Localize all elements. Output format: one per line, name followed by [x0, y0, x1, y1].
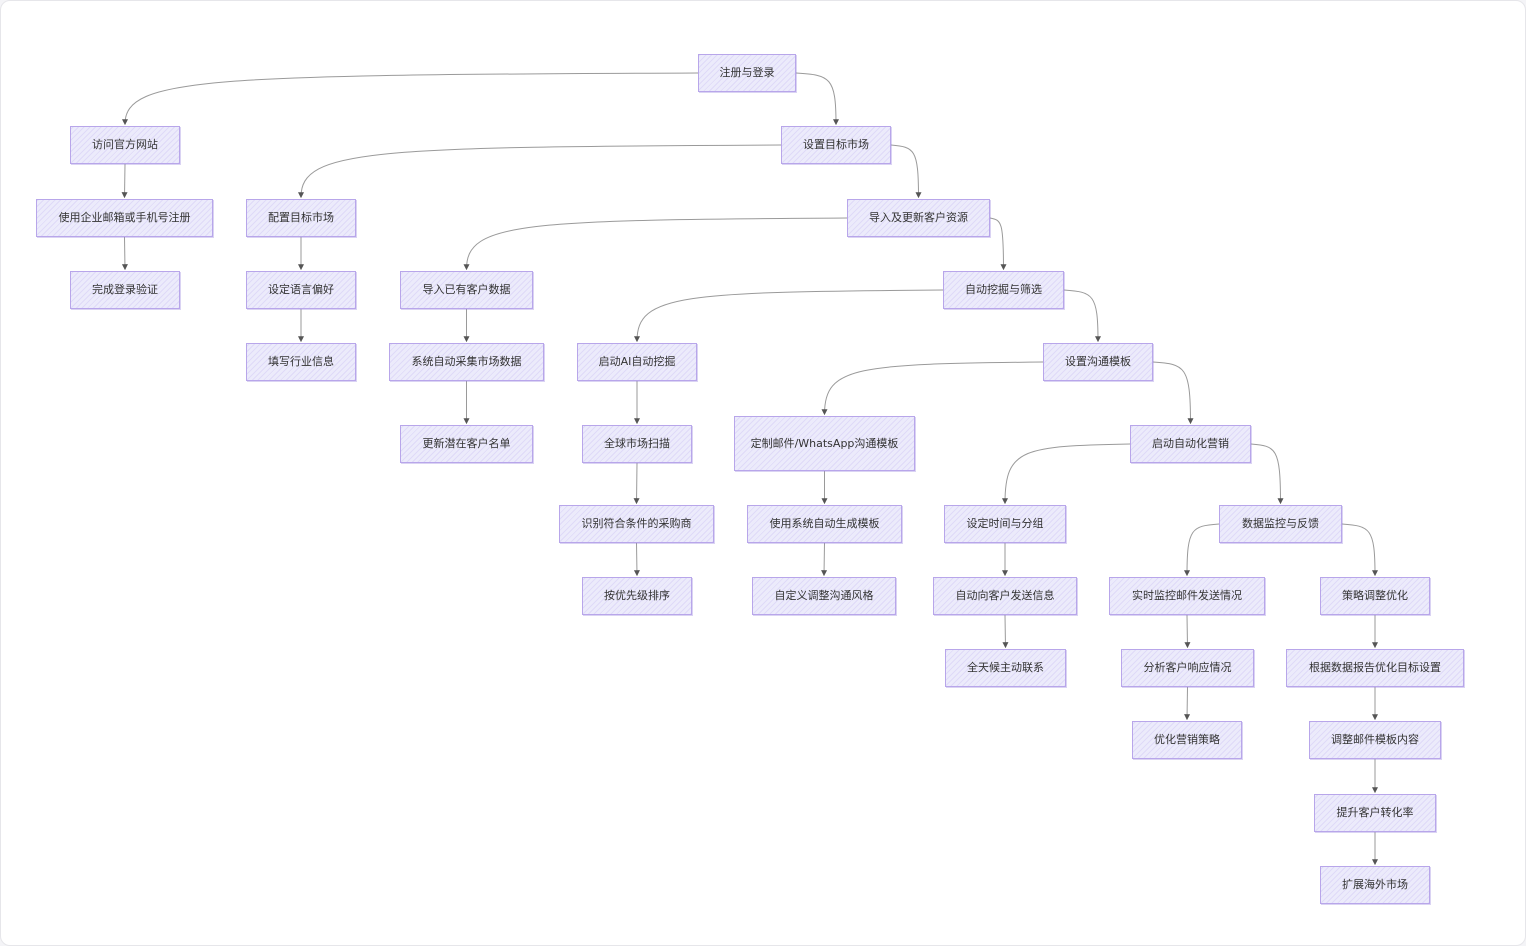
node-label: 策略调整优化 [1342, 589, 1408, 602]
node-auto-collect-market-data: 系统自动采集市场数据 [389, 343, 544, 381]
edge-set_comm_template-to-custom_email_whatsapp_template [821, 361, 1044, 416]
edge-global_market_scan-to-identify_buyers [633, 462, 640, 505]
node-label: 填写行业信息 [268, 355, 334, 368]
node-label: 全天候主动联系 [967, 661, 1044, 674]
node-label: 设置沟通模板 [1065, 355, 1131, 368]
edge-data_monitor_feedback-to-realtime_monitor_email [1184, 523, 1220, 577]
node-label: 根据数据报告优化目标设置 [1309, 661, 1441, 674]
node-label: 扩展海外市场 [1342, 878, 1408, 891]
node-custom-email-whatsapp-template: 定制邮件/WhatsApp沟通模板 [734, 416, 915, 471]
node-label: 按优先级排序 [604, 589, 670, 602]
node-register-login: 注册与登录 [698, 54, 796, 92]
node-label: 导入已有客户数据 [422, 283, 511, 296]
node-label: 设定时间与分组 [966, 517, 1044, 530]
node-identify-buyers: 识别符合条件的采购商 [559, 505, 714, 543]
node-label: 定制邮件/WhatsApp沟通模板 [750, 436, 899, 450]
node-label: 完成登录验证 [92, 283, 158, 296]
node-config-target-market: 配置目标市场 [246, 199, 356, 237]
node-update-potential-list: 更新潜在客户名单 [400, 425, 533, 463]
node-label: 实时监控邮件发送情况 [1132, 589, 1242, 602]
node-visit-site: 访问官方网站 [70, 126, 180, 164]
edge-set_target_market-to-config_target_market [298, 144, 782, 199]
node-label: 调整邮件模板内容 [1331, 733, 1419, 746]
edge-start_auto_marketing-to-data_monitor_feedback [1250, 443, 1284, 505]
edge-start_auto_marketing-to-set_time_group [1002, 443, 1131, 505]
node-label: 提升客户转化率 [1336, 806, 1414, 819]
node-set-language-pref: 设定语言偏好 [246, 271, 356, 309]
node-label: 配置目标市场 [268, 211, 334, 224]
node-start-ai-mining: 启动AI自动挖掘 [577, 343, 697, 381]
node-adjust-email-template: 调整邮件模板内容 [1309, 721, 1441, 759]
node-label: 使用系统自动生成模板 [769, 517, 880, 530]
edge-import_update_customers-to-import_existing_customers [463, 217, 848, 271]
node-strategy-optimize: 策略调整优化 [1320, 577, 1430, 615]
node-realtime-monitor-email: 实时监控邮件发送情况 [1109, 577, 1265, 615]
node-auto-mining-filter: 自动挖掘与筛选 [943, 271, 1064, 309]
node-set-comm-template: 设置沟通模板 [1043, 343, 1153, 381]
node-label: 设定语言偏好 [268, 283, 334, 296]
node-set-time-group: 设定时间与分组 [944, 505, 1066, 543]
edge-set_comm_template-to-start_auto_marketing [1152, 361, 1194, 425]
node-start-auto-marketing: 启动自动化营销 [1130, 425, 1251, 463]
node-label: 自动向客户发送信息 [955, 589, 1055, 602]
node-import-update-customers: 导入及更新客户资源 [847, 199, 990, 237]
node-label: 更新潜在客户名单 [422, 437, 511, 450]
node-optimize-by-report: 根据数据报告优化目标设置 [1286, 649, 1464, 687]
edge-visit_site-to-register_email_phone [121, 163, 128, 199]
node-global-market-scan: 全球市场扫描 [582, 425, 692, 463]
edge-set_target_market-to-import_update_customers [890, 144, 922, 199]
node-analyze-response: 分析客户响应情况 [1121, 649, 1254, 687]
node-label: 导入及更新客户资源 [869, 211, 968, 224]
node-improve-conversion: 提升客户转化率 [1314, 794, 1436, 832]
node-fill-industry-info: 填写行业信息 [246, 343, 356, 381]
node-label: 自动挖掘与筛选 [965, 283, 1042, 296]
node-set-target-market: 设置目标市场 [781, 126, 891, 164]
edge-register_login-to-set_target_market [795, 72, 839, 126]
node-register-email-phone: 使用企业邮箱或手机号注册 [36, 199, 213, 237]
node-use-system-template: 使用系统自动生成模板 [747, 505, 902, 543]
edge-use_system_template-to-customize_comm_style [821, 542, 828, 577]
node-label: 全球市场扫描 [604, 437, 670, 450]
edge-import_update_customers-to-auto_mining_filter [989, 217, 1007, 271]
node-customize-comm-style: 自定义调整沟通风格 [752, 577, 896, 615]
node-expand-overseas: 扩展海外市场 [1320, 866, 1430, 904]
node-label: 数据监控与反馈 [1242, 517, 1319, 530]
edge-register_email_phone-to-complete_login_verify [121, 236, 128, 271]
node-data-monitor-feedback: 数据监控与反馈 [1219, 505, 1342, 543]
node-import-existing-customers: 导入已有客户数据 [400, 271, 533, 309]
node-label: 识别符合条件的采购商 [581, 517, 692, 530]
edge-register_login-to-visit_site [122, 72, 699, 126]
node-optimize-marketing-strategy: 优化营销策略 [1132, 721, 1242, 759]
edge-realtime_monitor_email-to-analyze_response [1184, 614, 1191, 649]
node-label: 自定义调整沟通风格 [774, 589, 874, 602]
node-label: 系统自动采集市场数据 [411, 355, 522, 368]
node-sort-by-priority: 按优先级排序 [582, 577, 692, 615]
node-auto-send-message: 自动向客户发送信息 [933, 577, 1077, 615]
node-label: 启动自动化营销 [1152, 437, 1229, 450]
node-complete-login-verify: 完成登录验证 [70, 271, 180, 309]
node-label: 启动AI自动挖掘 [598, 355, 676, 368]
edge-data_monitor_feedback-to-strategy_optimize [1341, 523, 1378, 577]
node-label: 优化营销策略 [1154, 733, 1220, 746]
node-label: 分析客户响应情况 [1143, 661, 1232, 674]
edge-auto_send_message-to-contact_around_clock [1002, 614, 1009, 649]
node-label: 设置目标市场 [803, 138, 869, 151]
edge-auto_mining_filter-to-start_ai_mining [634, 289, 944, 343]
edge-auto_mining_filter-to-set_comm_template [1063, 289, 1101, 343]
node-label: 使用企业邮箱或手机号注册 [58, 211, 191, 224]
node-contact-around-clock: 全天候主动联系 [945, 649, 1066, 687]
edge-identify_buyers-to-sort_by_priority [633, 542, 640, 577]
node-label: 注册与登录 [719, 66, 775, 79]
node-label: 访问官方网站 [92, 138, 158, 151]
edge-analyze_response-to-optimize_marketing_strategy [1184, 686, 1191, 721]
